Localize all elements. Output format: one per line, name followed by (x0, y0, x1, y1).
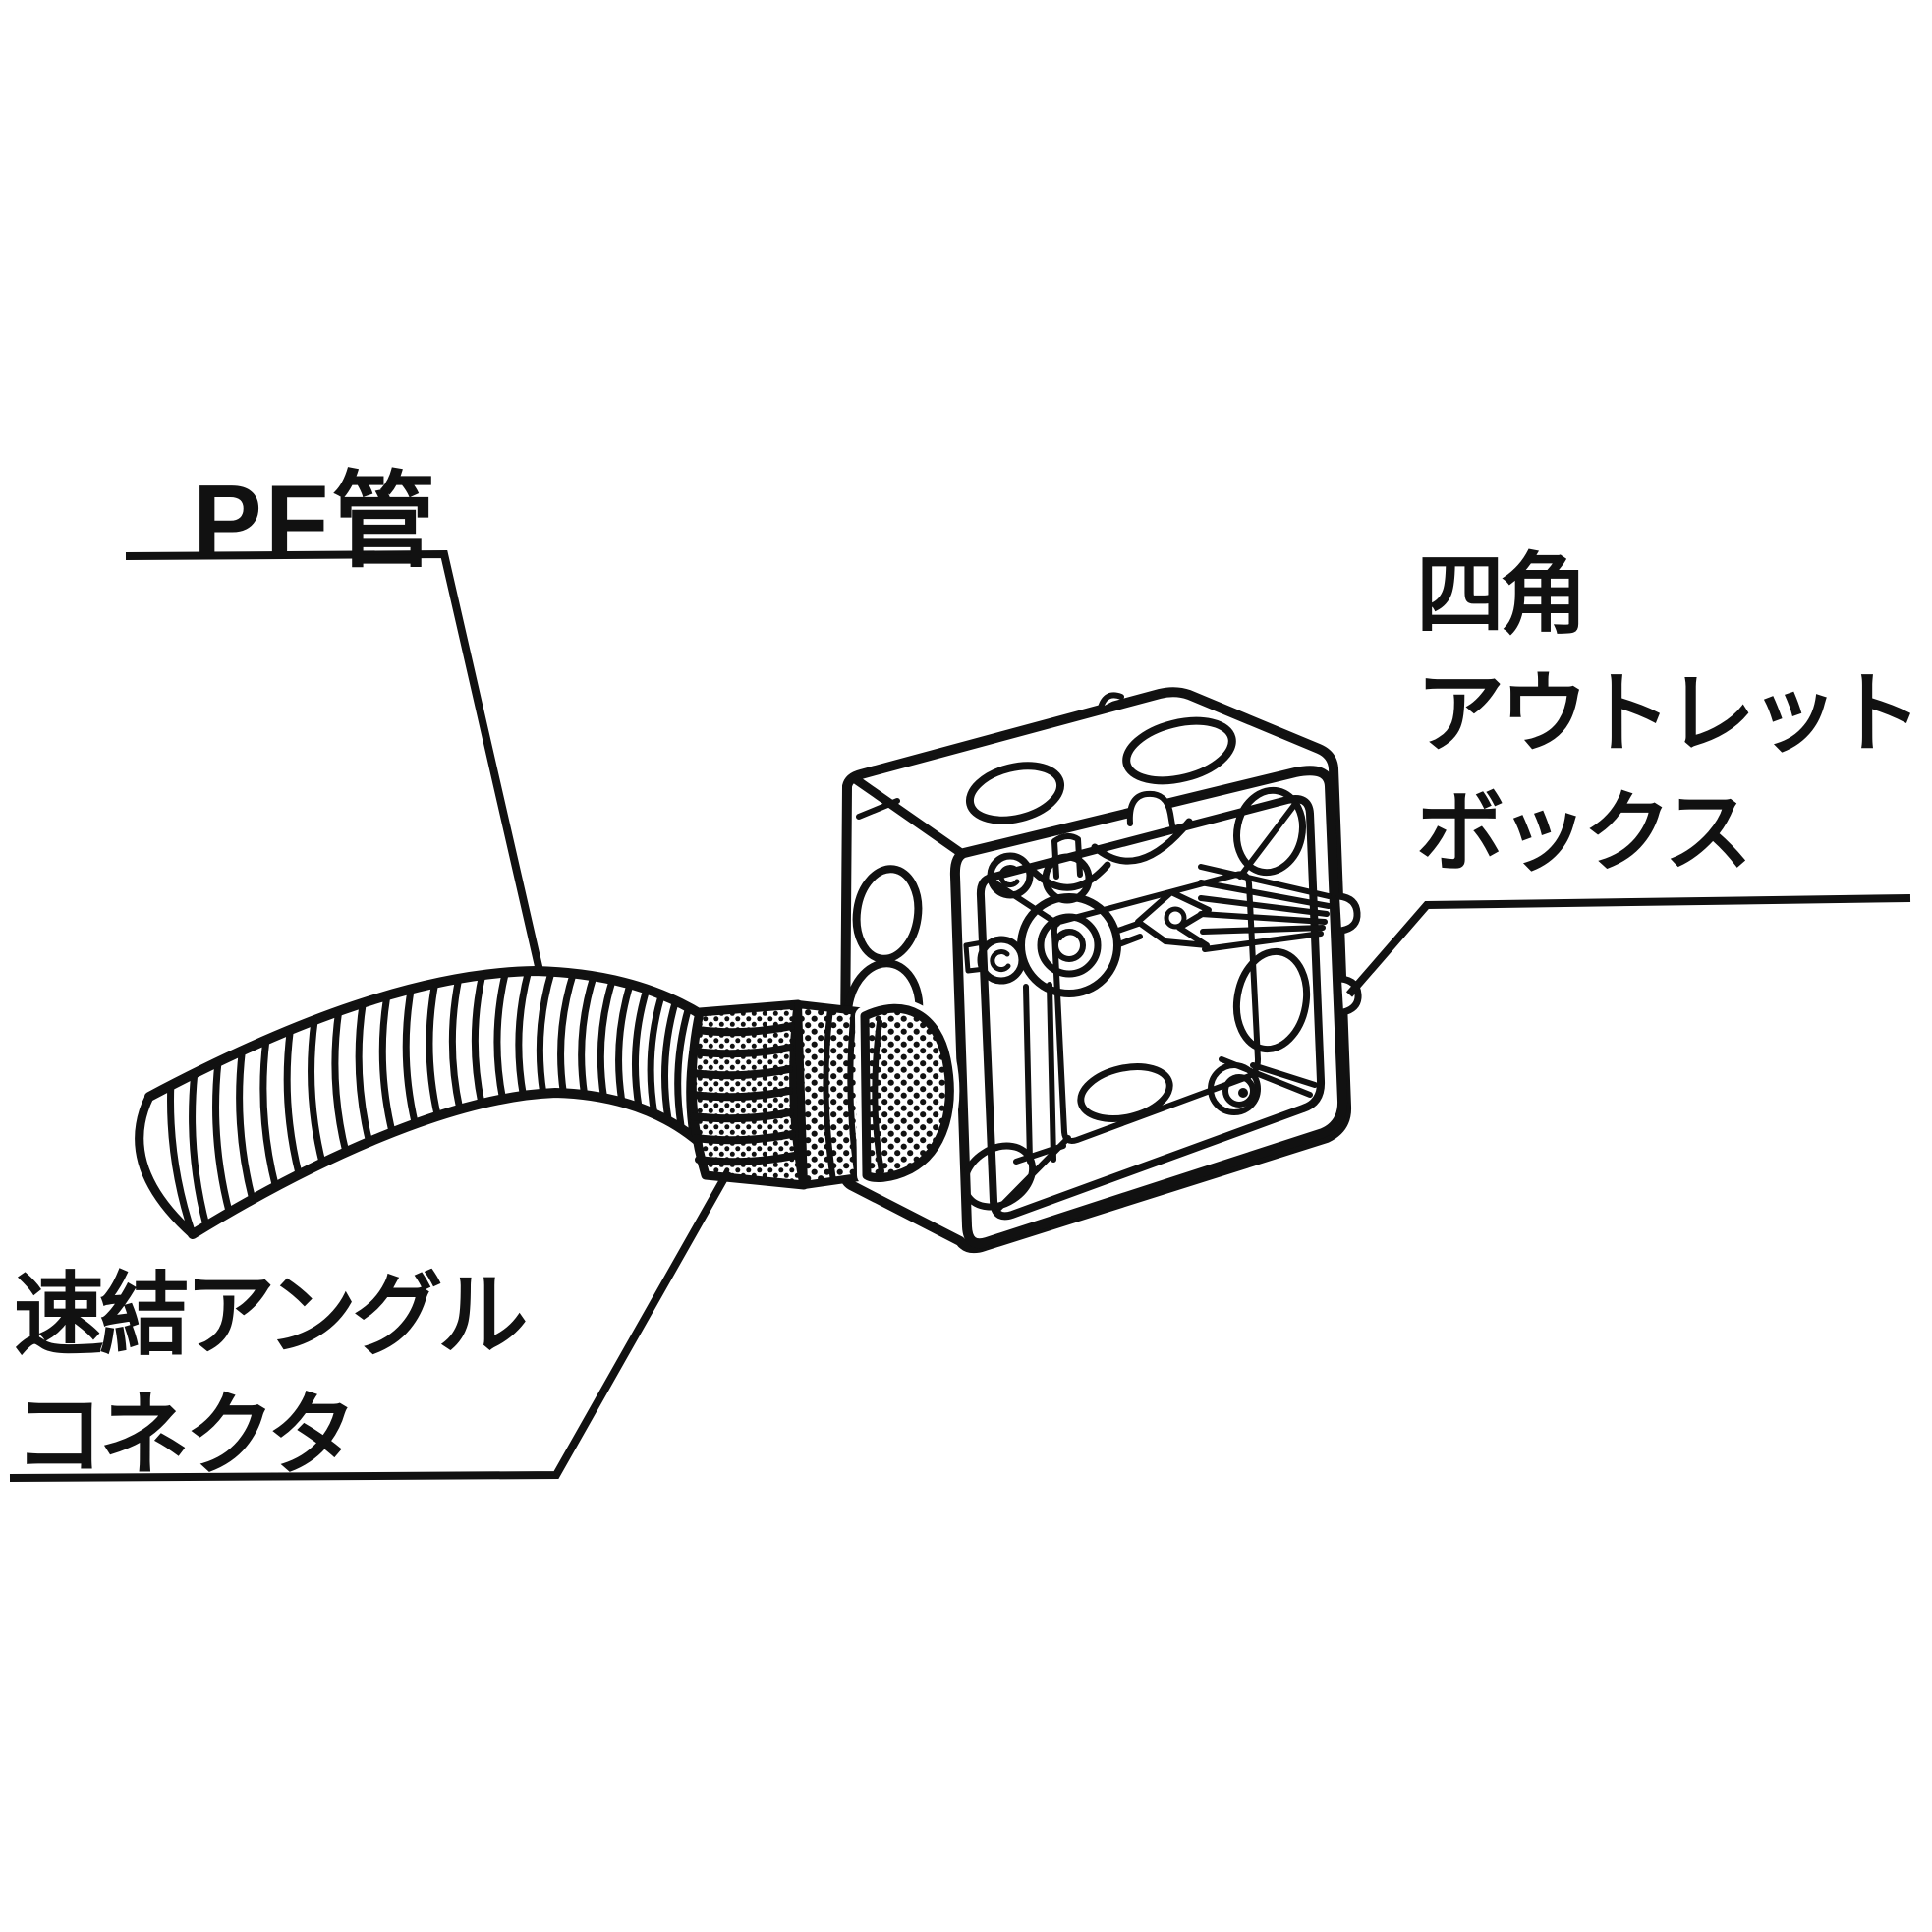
connector-knurl-ridges (689, 1022, 798, 1166)
box-side-tab-1 (1335, 892, 1361, 935)
label-angle-connector: 速結アングル コネクタ (14, 1256, 528, 1496)
knockout-top-left (965, 762, 1065, 824)
leader-lines (9, 549, 1911, 1482)
support-strap (1013, 982, 1066, 1165)
box-left-top-crease (852, 775, 966, 858)
outlet-box-drawing (839, 687, 1362, 1254)
interior-ceiling-arcs (1031, 818, 1193, 891)
conduit-top-rail (144, 965, 709, 1102)
knockout-left-upper (852, 865, 923, 963)
knockout-floor (1077, 1063, 1173, 1122)
knockout-front-lip (960, 1142, 1037, 1211)
label-pf-pipe: PF管 (193, 436, 438, 588)
knockout-top-right (1122, 716, 1236, 785)
connector-collar-lines (823, 1005, 861, 1184)
pf-conduit-drawing (135, 965, 714, 1239)
clamp-arm (1112, 921, 1143, 948)
box-top-tab (1098, 692, 1124, 710)
label-outlet-box-line1: 四角 (1416, 546, 1588, 645)
leader-connector (9, 1169, 732, 1482)
fixture-stud-hub (1017, 893, 1121, 997)
conduit-ribs (167, 967, 705, 1238)
label-outlet-box-line2: アウトレット (1416, 665, 1922, 764)
wing-clamp-hole (1164, 906, 1187, 930)
conduit-bottom-rail (188, 1087, 714, 1239)
interior-screw-upper (987, 852, 1034, 899)
box-depth-edges (992, 801, 1318, 1212)
knockout-rightwall-lower (1232, 947, 1311, 1053)
angle-connector-drawing (687, 998, 960, 1190)
conduit-end-arc (135, 1092, 198, 1239)
label-pf-pipe-text: PF管 (193, 464, 439, 580)
label-angle-connector-line1: 速結アングル (14, 1266, 528, 1366)
mounting-bracket-lines (1198, 864, 1332, 952)
floor-screw (1208, 1062, 1261, 1115)
box-left-face-fold (856, 798, 900, 820)
leader-pf-pipe (125, 549, 544, 976)
connector-dome (860, 1003, 954, 1182)
label-angle-connector-line2: コネクタ (14, 1386, 357, 1486)
leader-outlet-box (1345, 894, 1911, 997)
label-outlet-box: 四角 アウトレット ボックス (1416, 537, 1922, 893)
lip-clamp-tab (1126, 790, 1175, 828)
label-outlet-box-line3: ボックス (1416, 784, 1752, 882)
connector-dome-inner-line (872, 1019, 884, 1174)
knockout-rightwall-upper (1233, 786, 1306, 877)
